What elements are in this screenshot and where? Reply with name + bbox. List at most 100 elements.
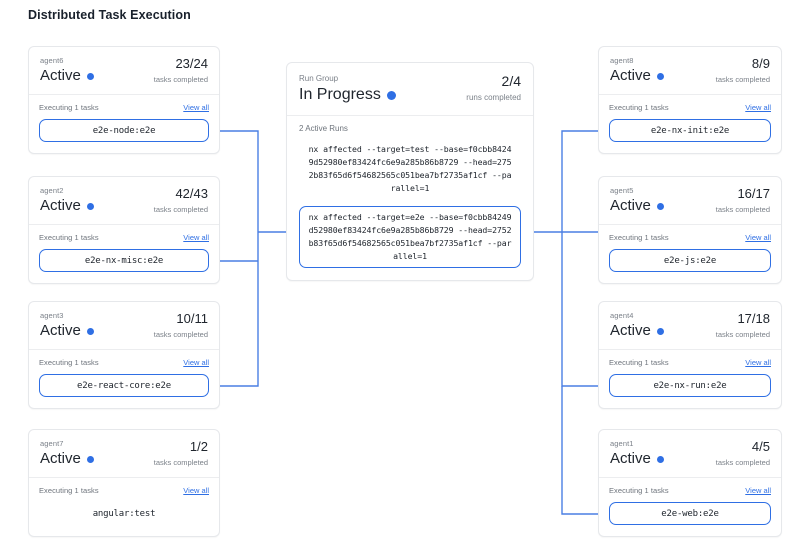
agent-count-label: tasks completed: [715, 75, 770, 84]
run-group-header: Run Group In Progress 2/4 runs completed: [287, 63, 533, 116]
run-group-count-label: runs completed: [466, 93, 521, 102]
task-chip[interactable]: angular:test: [92, 508, 156, 519]
agent-card-header: agent6 Active 23/24 tasks completed: [29, 47, 219, 95]
run-group-status: In Progress: [299, 85, 521, 105]
page-title: Distributed Task Execution: [28, 8, 191, 22]
agent-id: agent3: [40, 311, 64, 320]
agent-exec-row: Executing 1 tasks View all: [39, 103, 209, 112]
executing-label: Executing 1 tasks: [609, 486, 669, 495]
agent-exec-row: Executing 1 tasks View all: [39, 358, 209, 367]
agent-card-body: Executing 1 tasks View all e2e-react-cor…: [29, 350, 219, 408]
agent-card-header: agent7 Active 1/2 tasks completed: [29, 430, 219, 478]
status-dot-icon: [656, 72, 664, 80]
view-all-link[interactable]: View all: [183, 103, 209, 112]
agent-count-value: 23/24: [175, 56, 208, 71]
agent-card-body: Executing 1 tasks View all e2e-nx-init:e…: [599, 95, 781, 153]
view-all-link[interactable]: View all: [183, 358, 209, 367]
agent-id: agent1: [610, 439, 634, 448]
view-all-link[interactable]: View all: [745, 358, 771, 367]
agent-count: 4/5 tasks completed: [716, 439, 770, 468]
agent-card-agent7[interactable]: agent7 Active 1/2 tasks completed Execut…: [28, 429, 220, 537]
agent-count: 8/9 tasks completed: [716, 56, 770, 85]
task-chip[interactable]: e2e-js:e2e: [609, 249, 771, 272]
agent-card-agent4[interactable]: agent4 Active 17/18 tasks completed Exec…: [598, 301, 782, 409]
agent-card-agent2[interactable]: agent2 Active 42/43 tasks completed Exec…: [28, 176, 220, 284]
agent-exec-row: Executing 1 tasks View all: [609, 358, 771, 367]
agent-status-label: Active: [40, 450, 81, 467]
agent-count-label: tasks completed: [153, 330, 208, 339]
agent-card-body: Executing 1 tasks View all angular:test: [29, 478, 219, 536]
status-dot-icon: [656, 455, 664, 463]
run-group-status-label: In Progress: [299, 86, 381, 103]
agent-count-value: 42/43: [175, 186, 208, 201]
agent-count-value: 17/18: [737, 311, 770, 326]
agent-id: agent8: [610, 56, 634, 65]
agent-exec-row: Executing 1 tasks View all: [39, 486, 209, 495]
task-chip[interactable]: e2e-node:e2e: [39, 119, 209, 142]
run-item[interactable]: nx affected --target=test --base=f0cbb84…: [308, 144, 512, 193]
view-all-link[interactable]: View all: [745, 486, 771, 495]
task-chip[interactable]: e2e-nx-misc:e2e: [39, 249, 209, 272]
agent-id: agent6: [40, 56, 64, 65]
agent-status-label: Active: [610, 67, 651, 84]
agent-exec-row: Executing 1 tasks View all: [609, 486, 771, 495]
agent-status: Active: [40, 67, 208, 85]
agent-card-body: Executing 1 tasks View all e2e-nx-run:e2…: [599, 350, 781, 408]
agent-exec-row: Executing 1 tasks View all: [609, 103, 771, 112]
agent-card-agent8[interactable]: agent8 Active 8/9 tasks completed Execut…: [598, 46, 782, 154]
agent-card-agent3[interactable]: agent3 Active 10/11 tasks completed Exec…: [28, 301, 220, 409]
task-chip[interactable]: e2e-web:e2e: [609, 502, 771, 525]
agent-count-value: 16/17: [737, 186, 770, 201]
status-dot-icon: [86, 202, 94, 210]
agent-count: 1/2 tasks completed: [154, 439, 208, 468]
agent-exec-row: Executing 1 tasks View all: [609, 233, 771, 242]
agent-count: 16/17 tasks completed: [716, 186, 770, 215]
task-chip[interactable]: e2e-nx-run:e2e: [609, 374, 771, 397]
agent-count-label: tasks completed: [153, 205, 208, 214]
view-all-link[interactable]: View all: [745, 233, 771, 242]
agent-status: Active: [610, 450, 770, 468]
agent-card-body: Executing 1 tasks View all e2e-nx-misc:e…: [29, 225, 219, 283]
agent-card-agent6[interactable]: agent6 Active 23/24 tasks completed Exec…: [28, 46, 220, 154]
agent-card-header: agent2 Active 42/43 tasks completed: [29, 177, 219, 225]
agent-card-agent5[interactable]: agent5 Active 16/17 tasks completed Exec…: [598, 176, 782, 284]
task-chip[interactable]: e2e-nx-init:e2e: [609, 119, 771, 142]
agent-card-header: agent1 Active 4/5 tasks completed: [599, 430, 781, 478]
agent-count: 23/24 tasks completed: [154, 56, 208, 85]
view-all-link[interactable]: View all: [183, 486, 209, 495]
task-chip[interactable]: e2e-react-core:e2e: [39, 374, 209, 397]
executing-label: Executing 1 tasks: [39, 358, 99, 367]
agent-status-label: Active: [610, 197, 651, 214]
agent-count: 42/43 tasks completed: [154, 186, 208, 215]
agent-count-label: tasks completed: [153, 458, 208, 467]
agent-count: 10/11 tasks completed: [154, 311, 208, 340]
agent-status-label: Active: [610, 322, 651, 339]
executing-label: Executing 1 tasks: [609, 233, 669, 242]
agent-count-label: tasks completed: [153, 75, 208, 84]
status-dot-icon: [86, 327, 94, 335]
executing-label: Executing 1 tasks: [39, 103, 99, 112]
run-group-body: 2 Active Runs nx affected --target=test …: [287, 116, 533, 280]
executing-label: Executing 1 tasks: [609, 358, 669, 367]
run-group-card[interactable]: Run Group In Progress 2/4 runs completed…: [286, 62, 534, 281]
agent-count-value: 4/5: [751, 439, 770, 454]
agent-status-label: Active: [40, 322, 81, 339]
agent-id: agent4: [610, 311, 634, 320]
executing-label: Executing 1 tasks: [39, 233, 99, 242]
run-group-kicker: Run Group: [299, 74, 339, 83]
run-item-selected[interactable]: nx affected --target=e2e --base=f0cbb842…: [299, 206, 521, 268]
agent-status-label: Active: [40, 197, 81, 214]
agent-status: Active: [610, 322, 770, 340]
run-group-count-value: 2/4: [501, 73, 521, 89]
view-all-link[interactable]: View all: [183, 233, 209, 242]
agent-card-body: Executing 1 tasks View all e2e-web:e2e: [599, 478, 781, 536]
agent-count-label: tasks completed: [715, 205, 770, 214]
executing-label: Executing 1 tasks: [609, 103, 669, 112]
status-dot-icon: [386, 90, 396, 100]
view-all-link[interactable]: View all: [745, 103, 771, 112]
status-dot-icon: [656, 202, 664, 210]
agent-card-agent1[interactable]: agent1 Active 4/5 tasks completed Execut…: [598, 429, 782, 537]
active-runs-label: 2 Active Runs: [299, 124, 348, 133]
agent-count: 17/18 tasks completed: [716, 311, 770, 340]
